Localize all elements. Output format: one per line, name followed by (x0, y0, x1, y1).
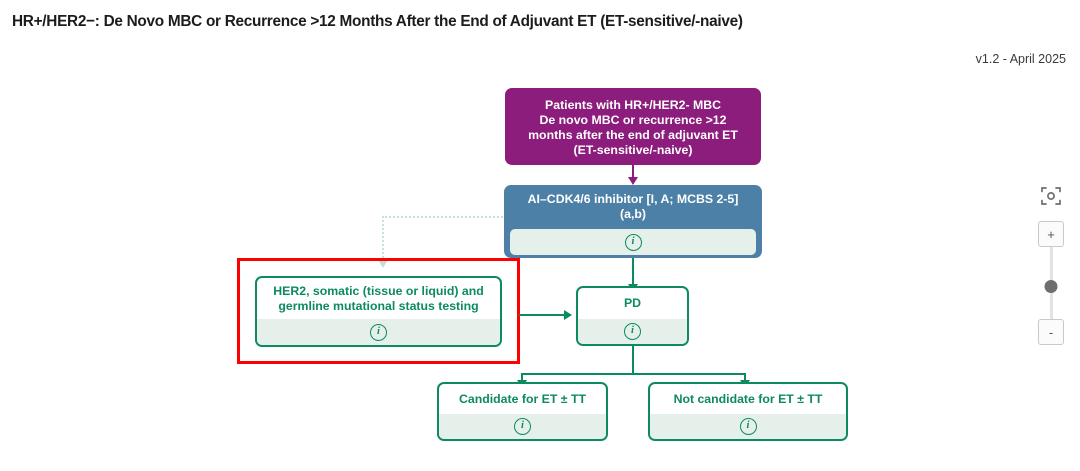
node-pd-label: PD (623, 296, 642, 310)
zoom-in-button[interactable]: + (1038, 221, 1064, 247)
node-her2-testing-line1: HER2, somatic (tissue or liquid) and (273, 283, 484, 298)
node-her2-testing-line2: germline mutational status testing (278, 298, 479, 313)
node-pd-infobar[interactable]: i (578, 319, 687, 344)
fit-to-screen-icon[interactable] (1040, 185, 1062, 207)
zoom-out-button[interactable]: - (1038, 319, 1064, 345)
info-icon[interactable]: i (624, 233, 642, 251)
node-not-candidate-infobar[interactable]: i (650, 414, 846, 439)
node-ai-cdk46-inhibitor[interactable]: AI–CDK4/6 inhibitor [I, A; MCBS 2-5] (a,… (504, 185, 762, 258)
node-not-candidate-label: Not candidate for ET ± TT (673, 391, 823, 406)
node-not-candidate-for-et-tt[interactable]: Not candidate for ET ± TT i (648, 382, 848, 441)
node-candidate-infobar[interactable]: i (439, 414, 606, 439)
connector-her2-to-pd (519, 314, 566, 316)
info-icon[interactable]: i (739, 418, 757, 435)
connector-patients-to-aicdk-arrowhead (628, 177, 638, 185)
connector-patients-to-aicdk (632, 165, 634, 179)
node-patients-line4: (ET-sensitive/-naive) (573, 142, 693, 157)
connector-her2-to-pd-arrowhead (564, 310, 572, 320)
zoom-control[interactable]: + - (1036, 185, 1066, 345)
info-icon[interactable]: i (370, 323, 387, 341)
node-patients-label: Patients with HR+/HER2- MBC De novo MBC … (506, 89, 760, 164)
node-patients-line1: Patients with HR+/HER2- MBC (545, 97, 721, 112)
node-patients-line3: months after the end of adjuvant ET (528, 127, 738, 142)
node-ai-cdk46-line1: AI–CDK4/6 inhibitor [I, A; MCBS 2-5] (527, 192, 739, 206)
node-her2-testing-label: HER2, somatic (tissue or liquid) and ger… (257, 278, 500, 319)
node-patients-line2: De novo MBC or recurrence >12 (539, 112, 727, 127)
node-ai-cdk46-infobar[interactable]: i (510, 229, 756, 255)
node-patients[interactable]: Patients with HR+/HER2- MBC De novo MBC … (505, 88, 761, 165)
zoom-slider[interactable] (1044, 247, 1058, 319)
node-candidate-for-et-tt[interactable]: Candidate for ET ± TT i (437, 382, 608, 441)
node-ai-cdk46-line2: (a,b) (620, 207, 646, 221)
selection-highlight (237, 258, 520, 364)
node-pd[interactable]: PD i (576, 286, 689, 346)
dotted-connector-horizontal (382, 216, 506, 218)
dotted-connector-arrowhead (378, 260, 388, 268)
node-candidate-label: Candidate for ET ± TT (459, 391, 586, 406)
node-her2-testing-infobar[interactable]: i (257, 319, 500, 345)
info-icon[interactable]: i (514, 418, 531, 435)
info-icon[interactable]: i (624, 323, 641, 340)
zoom-slider-thumb[interactable] (1044, 280, 1058, 293)
dotted-connector-vertical (382, 216, 384, 262)
version-label: v1.2 - April 2025 (975, 52, 1066, 66)
flowchart-canvas[interactable]: Patients with HR+/HER2- MBC De novo MBC … (0, 70, 1080, 471)
page-title: HR+/HER2−: De Novo MBC or Recurrence >12… (12, 13, 743, 30)
node-her2-testing[interactable]: HER2, somatic (tissue or liquid) and ger… (255, 276, 502, 347)
connector-pd-to-not-candidate (744, 373, 746, 382)
connector-pd-to-candidate (521, 373, 523, 382)
connector-pd-branch-horizontal (521, 373, 746, 375)
connector-pd-stem (632, 346, 634, 375)
node-ai-cdk46-label: AI–CDK4/6 inhibitor [I, A; MCBS 2-5] (a,… (505, 186, 761, 227)
connector-aicdk-to-pd (632, 258, 634, 286)
